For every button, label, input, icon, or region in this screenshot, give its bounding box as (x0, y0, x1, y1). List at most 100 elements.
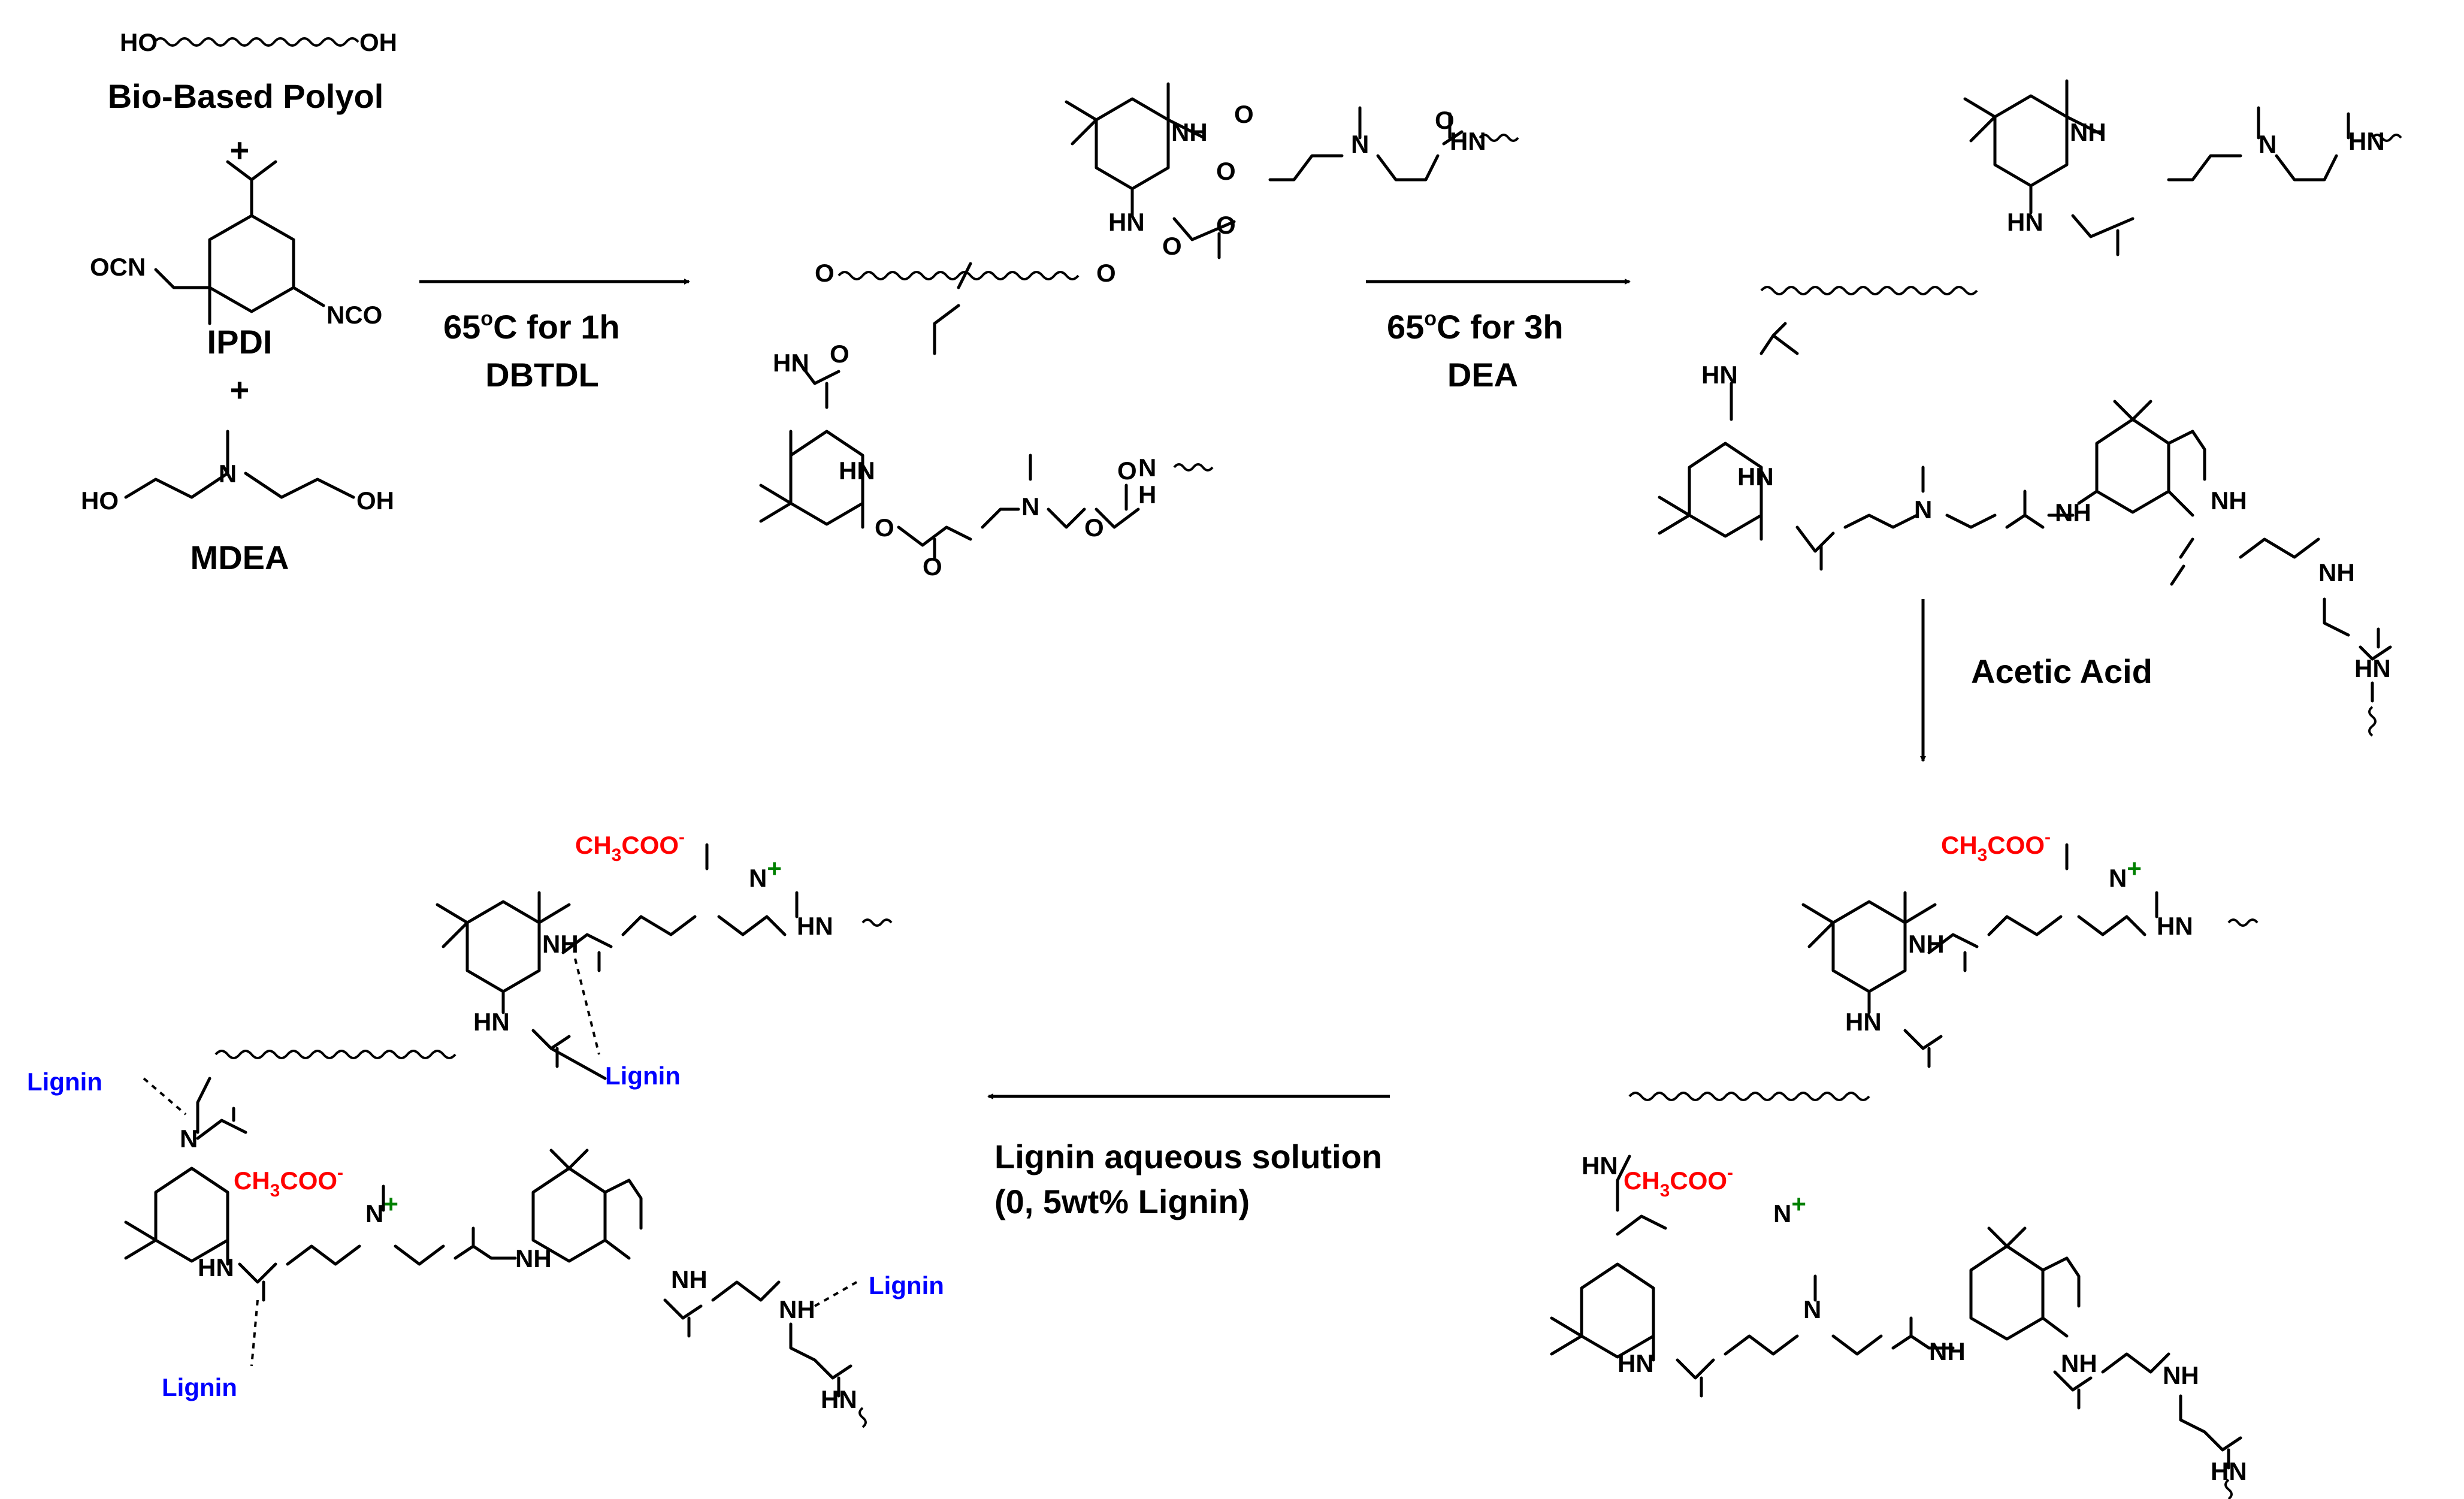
protonated-nh-2: NH (1929, 1337, 1966, 1365)
prepolymer-polyol-chain (838, 271, 1080, 280)
complex-n-1: N+ (749, 854, 782, 892)
protonated-nh-3: NH (2061, 1349, 2097, 1377)
step3-reagent: Acetic Acid (1971, 652, 2152, 690)
prepolymer-o-9: O (875, 513, 894, 542)
complex-nh-4: NH (779, 1295, 815, 1323)
protonated-polyol-chain (1628, 1092, 1870, 1101)
protonated-hn-2: HN (1845, 1008, 1882, 1036)
complex-hn-3: HN (198, 1253, 234, 1282)
prepolymer-n-1: N (1351, 130, 1369, 158)
step2-conditions: 65oC for 3h (1387, 307, 1564, 346)
dea-extended-hn-2: HN (2007, 208, 2043, 236)
lignin-hbond-3 (250, 1299, 259, 1367)
prepolymer-bonds (759, 82, 1464, 559)
dea-extended-chain-end-1 (2371, 134, 2402, 142)
complex-nh-1: NH (542, 930, 579, 958)
lignin-complex-structure: CH3COO- N+ NH HN HN Lignin Lignin N CH3C… (27, 827, 944, 1428)
ipdi-structure (154, 160, 325, 325)
prepolymer-o-4: O (1162, 232, 1182, 260)
prepolymer-o-2: O (1216, 157, 1236, 185)
step4-line1: Lignin aqueous solution (994, 1138, 1382, 1175)
protonated-nh-1: NH (1908, 930, 1945, 958)
complex-hn-4: HN (821, 1385, 857, 1413)
prepolymer-h-1: H (1138, 480, 1156, 509)
dea-extended-polyol-chain (1760, 286, 1978, 295)
lignin-label-1: Lignin (605, 1062, 681, 1090)
step4: Lignin aqueous solution (0, 5wt% Lignin) (987, 1093, 1390, 1220)
mdea-oh: OH (356, 486, 394, 515)
protonated-n-2: N+ (1773, 1190, 1806, 1228)
prepolymer-chain-end-2 (1173, 463, 1214, 472)
dea-extended-nh-4: NH (2318, 558, 2355, 587)
starting-materials: HO OH Bio-Based Polyol + OCN NCO IPDI + … (81, 28, 397, 576)
mdea-label: MDEA (191, 539, 289, 576)
complex-bonds (124, 843, 852, 1398)
complex-hn-1: HN (797, 912, 833, 940)
lignin-hbond-1 (574, 958, 600, 1055)
complex-acetate-1: CH3COO- (575, 827, 685, 865)
prepolymer-chain-end-1 (1479, 134, 1519, 142)
polyol-label: Bio-Based Polyol (108, 77, 384, 115)
prepolymer-hn-1: HN (1450, 127, 1486, 155)
polyol-oh: OH (359, 28, 397, 56)
protonated-hn-3: HN (1582, 1152, 1618, 1180)
protonated-n-3: N (1803, 1295, 1821, 1323)
protonated-hn-5: HN (2211, 1457, 2247, 1485)
protonated-nh-4: NH (2163, 1361, 2199, 1389)
prepolymer-hn-2: HN (1108, 208, 1145, 236)
prepolymer-o-3: O (1435, 106, 1455, 134)
complex-nh-2: NH (515, 1244, 552, 1273)
dea-extended-bonds (1658, 79, 2392, 703)
prepolymer-o-7: O (815, 259, 835, 287)
protonated-bonds (1550, 843, 2242, 1470)
step2: 65oC for 3h DEA (1366, 279, 1631, 394)
step1: 65oC for 1h DBTDL (419, 279, 690, 394)
polyol-chain (153, 37, 359, 47)
prepolymer-o-1: O (1234, 100, 1254, 128)
dea-extended-hn-5: HN (2354, 654, 2391, 682)
complex-hn-2: HN (473, 1008, 510, 1036)
dea-extended-n-1: N (2259, 130, 2276, 158)
plus-sign-1: + (230, 131, 250, 169)
dea-extended-n-2: N (1914, 495, 1932, 524)
complex-n-3: N+ (365, 1190, 398, 1228)
prepolymer-o-12: O (1117, 457, 1137, 485)
dea-extended-nh-2: NH (2055, 498, 2091, 527)
prepolymer-structure: NH O O N O HN HN O O O O O HN HN O O N O… (759, 82, 1519, 581)
mdea-n: N (219, 460, 237, 488)
ipdi-label: IPDI (207, 323, 273, 361)
prepolymer-o-11: O (1084, 513, 1104, 542)
dea-extended-chain-end-2 (2368, 706, 2377, 737)
protonated-hn-4: HN (1618, 1349, 1654, 1377)
complex-polyol-chain (214, 1050, 456, 1059)
protonated-acetate-1: CH3COO- (1941, 827, 2051, 865)
complex-chain-end-1 (861, 918, 893, 927)
prepolymer-o-10: O (923, 552, 942, 581)
prepolymer-o-5: O (1216, 211, 1236, 239)
protonated-n-1: N+ (2109, 854, 2142, 892)
ipdi-ocn: OCN (90, 253, 146, 281)
mdea-structure (124, 430, 355, 499)
plus-sign-2: + (230, 371, 250, 409)
prepolymer-hn-3: HN (773, 349, 809, 377)
prepolymer-nh-1: NH (1171, 118, 1208, 146)
protonated-acetate-2: CH3COO- (1623, 1163, 1733, 1201)
polyol-ho: HO (120, 28, 158, 56)
step1-conditions: 65oC for 1h (443, 307, 620, 346)
complex-acetate-2: CH3COO- (234, 1163, 343, 1201)
dea-extended-hn-4: HN (1737, 463, 1774, 491)
ipdi-nco: NCO (326, 301, 382, 329)
dea-extended-nh-3: NH (2211, 486, 2247, 515)
dea-extended-structure: NH N HN HN HN HN N NH NH NH HN (1658, 79, 2402, 737)
protonated-chain-end-1 (2227, 918, 2259, 927)
prepolymer-n-2: N (1021, 492, 1039, 521)
protonated-chain-end-2 (2224, 1479, 2233, 1499)
step1-catalyst: DBTDL (485, 356, 599, 394)
protonated-structure: CH3COO- N+ NH HN HN HN CH3COO- N+ HN N N… (1550, 827, 2259, 1499)
step3: Acetic Acid (1920, 599, 2152, 762)
lignin-label-4: Lignin (162, 1373, 237, 1401)
lignin-hbond-4 (814, 1281, 857, 1307)
prepolymer-o-8: O (830, 340, 849, 368)
lignin-hbond-2 (143, 1077, 187, 1116)
